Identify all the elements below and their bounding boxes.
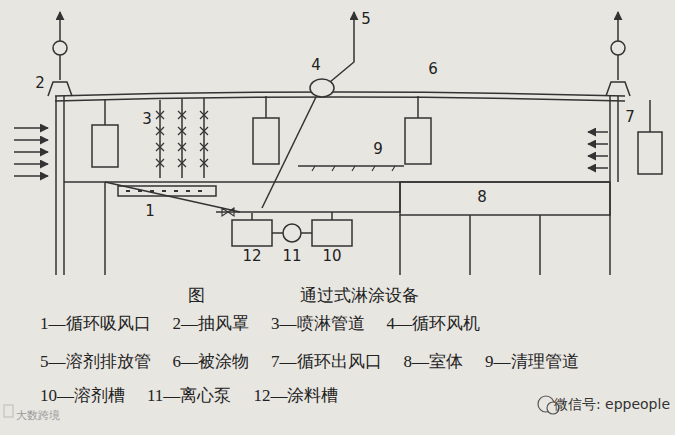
watermark: 微信号: eppeople (554, 396, 670, 412)
key-entry: 2—抽风罩 (173, 314, 250, 334)
key-row: 5—溶剂排放管 6—被涂物 7—循环出风口 8—室体 9—清理管道 (40, 352, 579, 372)
key-row: 1—循环吸风口 2—抽风罩 3—喷淋管道 4—循环风机 (40, 314, 480, 334)
key-entry: 12—涂料槽 (253, 386, 338, 406)
key-entry: 6—被涂物 (173, 352, 250, 372)
callout-number: 4 (309, 57, 323, 74)
callout-number: 8 (475, 189, 489, 206)
key-entry: 8—室体 (404, 352, 464, 372)
callout-number: 11 (280, 248, 303, 265)
figure-caption: 通过式淋涂设备 (300, 286, 419, 306)
key-entry: 1—循环吸风口 (40, 314, 151, 334)
key-entry: 11—离心泵 (147, 386, 231, 406)
callout-number: 10 (320, 248, 343, 265)
figure-mark: 图 (188, 286, 205, 306)
callout-number: 3 (140, 111, 154, 128)
key-entry: 7—循环出风口 (271, 352, 382, 372)
watermark: 大数跨境 (16, 410, 60, 423)
key-entry: 10—溶剂槽 (40, 386, 125, 406)
callout-number: 5 (359, 11, 373, 28)
key-entry: 4—循环风机 (387, 314, 481, 334)
key-row: 10—溶剂槽 11—离心泵 12—涂料槽 (40, 386, 338, 406)
callout-number: 6 (426, 61, 440, 78)
key-entry: 5—溶剂排放管 (40, 352, 151, 372)
key-entry: 3—喷淋管道 (271, 314, 365, 334)
key-entry: 9—清理管道 (485, 352, 579, 372)
callout-number: 9 (371, 141, 385, 158)
callout-number: 7 (623, 109, 637, 126)
callout-number: 12 (240, 248, 263, 265)
callout-number: 2 (33, 75, 47, 92)
callout-number: 1 (143, 203, 157, 220)
